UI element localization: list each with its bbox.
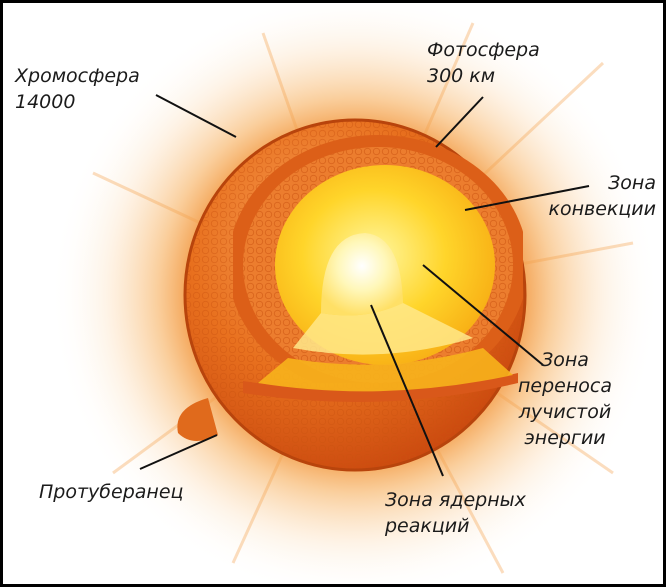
label-photosphere: Фотосфера 300 км — [427, 37, 540, 89]
label-radiative-zone: Зона переноса лучистой энергии — [518, 349, 612, 449]
label-photosphere-value: 300 км — [427, 65, 496, 87]
leader-radiative — [422, 264, 544, 366]
label-chromosphere-name: Хромосфера — [15, 65, 140, 87]
leader-convection — [464, 185, 590, 211]
label-photosphere-name: Фотосфера — [427, 39, 540, 61]
label-prominence: Протуберанец — [39, 481, 184, 503]
diagram-frame: Хромосфера 14000 Фотосфера 300 км Зона к… — [3, 3, 663, 584]
core-floor — [293, 303, 473, 355]
radiative-floor — [258, 348, 513, 392]
label-convection-zone: Зона конвекции — [548, 172, 656, 220]
leader-lines — [139, 94, 590, 477]
leader-photosphere — [435, 96, 484, 148]
cut-floor-rim — [243, 373, 518, 402]
leader-prominence — [139, 434, 218, 470]
core — [321, 233, 403, 316]
prominence — [177, 398, 218, 442]
label-chromosphere-value: 14000 — [15, 91, 76, 113]
label-core-zone: Зона ядерных реакций — [385, 489, 526, 537]
label-chromosphere: Хромосфера 14000 — [15, 63, 140, 115]
leader-core — [370, 304, 444, 477]
sun-structure-diagram — [50, 3, 660, 584]
leader-chromosphere — [155, 94, 237, 138]
